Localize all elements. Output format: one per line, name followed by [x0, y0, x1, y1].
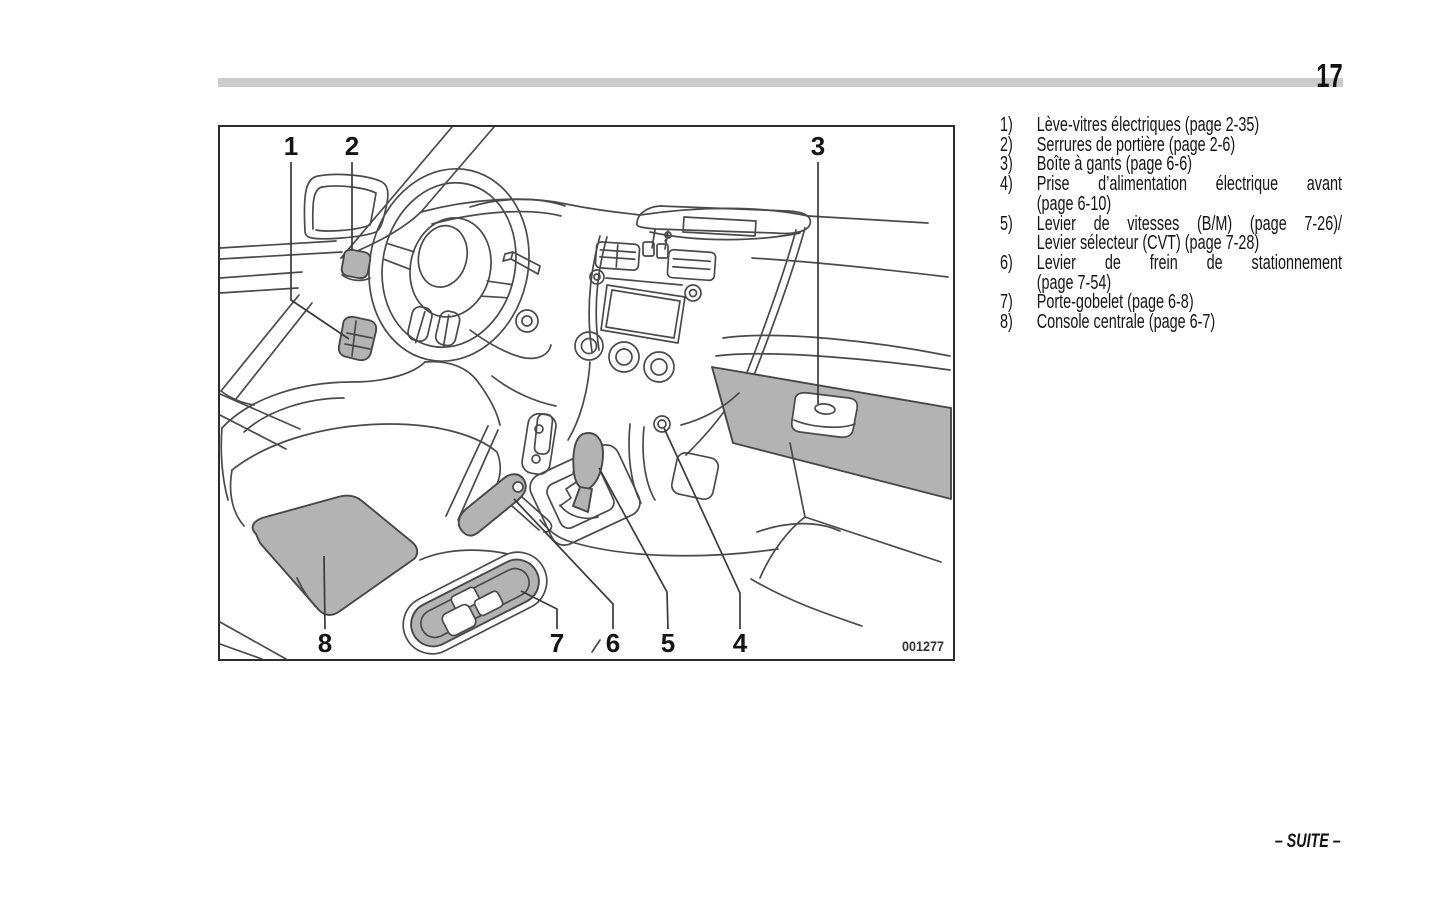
callout-line-7	[520, 590, 558, 629]
legend-item-text: Levier de vitesses (B/M) (page 7-26)/Lev…	[1036, 212, 1342, 255]
seat-edge-tick	[591, 639, 601, 653]
legend-item-8: 8) Console centrale (page 6-7)	[1000, 311, 1343, 334]
figure-callouts: 1 2 3 4 5 6 7 8	[284, 131, 825, 658]
legend-item-number: 6)	[1000, 251, 1013, 274]
footer-continuation: – SUITE –	[1275, 831, 1341, 852]
side-mirror	[303, 173, 389, 240]
legend-item-number: 1)	[1000, 114, 1013, 136]
legend-item-7: 7) Porte-gobelet (page 6-8)	[1000, 291, 1343, 314]
callout-line-8	[323, 555, 326, 630]
legend-item-number: 5)	[1000, 212, 1013, 235]
interior-diagram-frame: 1 2 3 4 5 6 7 8 001277	[218, 125, 955, 661]
legend-list: 1) Lève-vitres électriques (page 2-35) 2) S…	[1000, 114, 1343, 334]
glove-box-handle	[790, 391, 859, 439]
window-switch-block	[337, 315, 378, 362]
cup-holder-tray	[402, 549, 548, 655]
callout-line-1	[290, 162, 350, 340]
legend-item-text: Porte-gobelet (page 6-8)	[1036, 291, 1194, 314]
callout-line-6	[513, 498, 614, 629]
steering-wheel	[368, 167, 530, 363]
legend-item-text: Lève-vitres électriques (page 2-35)	[1036, 114, 1260, 136]
climate-knobs	[574, 331, 675, 383]
callout-number-1: 1	[284, 131, 298, 161]
center-stack	[567, 205, 812, 456]
callout-number-2: 2	[345, 131, 359, 161]
page-number: 17	[1316, 57, 1343, 94]
figure-code: 001277	[902, 638, 944, 654]
legend-item-1: 1) Lève-vitres électriques (page 2-35)	[1000, 114, 1343, 136]
legend-item-number: 3)	[1000, 153, 1013, 176]
legend-item-3: 3) Boîte à gants (page 6-6)	[1000, 155, 1343, 175]
legend-item-text: Levier de frein de stationnement(page 7-…	[1036, 251, 1342, 294]
center-console-armrest	[251, 494, 419, 616]
door-switches	[337, 248, 378, 362]
shift-knob	[572, 432, 604, 490]
steering-column-controls	[469, 251, 557, 455]
legend-item-number: 8)	[1000, 311, 1013, 334]
legend-item-number: 4)	[1000, 173, 1013, 196]
seats	[220, 360, 501, 659]
glove-box	[711, 334, 952, 500]
callout-number-5: 5	[661, 628, 675, 658]
legend-item-4: 4) Prise d’alimentation électrique avant(…	[1000, 173, 1343, 215]
callout-number-4: 4	[733, 628, 748, 658]
legend-item-2: 2) Serrures de portière (page 2-6)	[1000, 133, 1343, 156]
power-outlet	[653, 415, 671, 433]
legend-item-text: Prise d’alimentation électrique avant(pa…	[1036, 173, 1342, 215]
legend-item-text: Console centrale (page 6-7)	[1036, 311, 1216, 334]
legend-item-5: 5) Levier de vitesses (B/M) (page 7-26)/L…	[1000, 212, 1343, 255]
shifter-console	[529, 392, 779, 557]
passenger-footwell	[750, 442, 942, 627]
legend-item-text: Boîte à gants (page 6-6)	[1036, 153, 1193, 176]
a-pillar	[340, 127, 495, 259]
parking-brake-lever	[445, 412, 557, 537]
legend-item-6: 6) Levier de frein de stationnement(page …	[1000, 251, 1343, 294]
right-air-vent	[666, 248, 717, 282]
callout-number-7: 7	[550, 628, 564, 658]
door-panel	[220, 240, 343, 450]
callout-number-3: 3	[811, 131, 825, 161]
door-lock-switch	[340, 248, 372, 280]
left-air-vent	[594, 241, 641, 272]
header-rule	[218, 78, 1343, 87]
callout-number-8: 8	[318, 628, 332, 658]
callout-number-6: 6	[606, 628, 620, 658]
dashboard-top	[420, 198, 949, 278]
interior-diagram: 1 2 3 4 5 6 7 8 001277	[220, 127, 952, 659]
cd-slot	[605, 277, 683, 286]
callout-line-4	[663, 427, 741, 629]
legend-item-text: Serrures de portière (page 2-6)	[1036, 133, 1236, 156]
legend-item-number: 7)	[1000, 291, 1013, 314]
legend-item-number: 2)	[1000, 133, 1013, 156]
hazard-switches	[642, 231, 672, 259]
audio-display	[600, 284, 686, 344]
callout-line-5	[598, 467, 669, 630]
